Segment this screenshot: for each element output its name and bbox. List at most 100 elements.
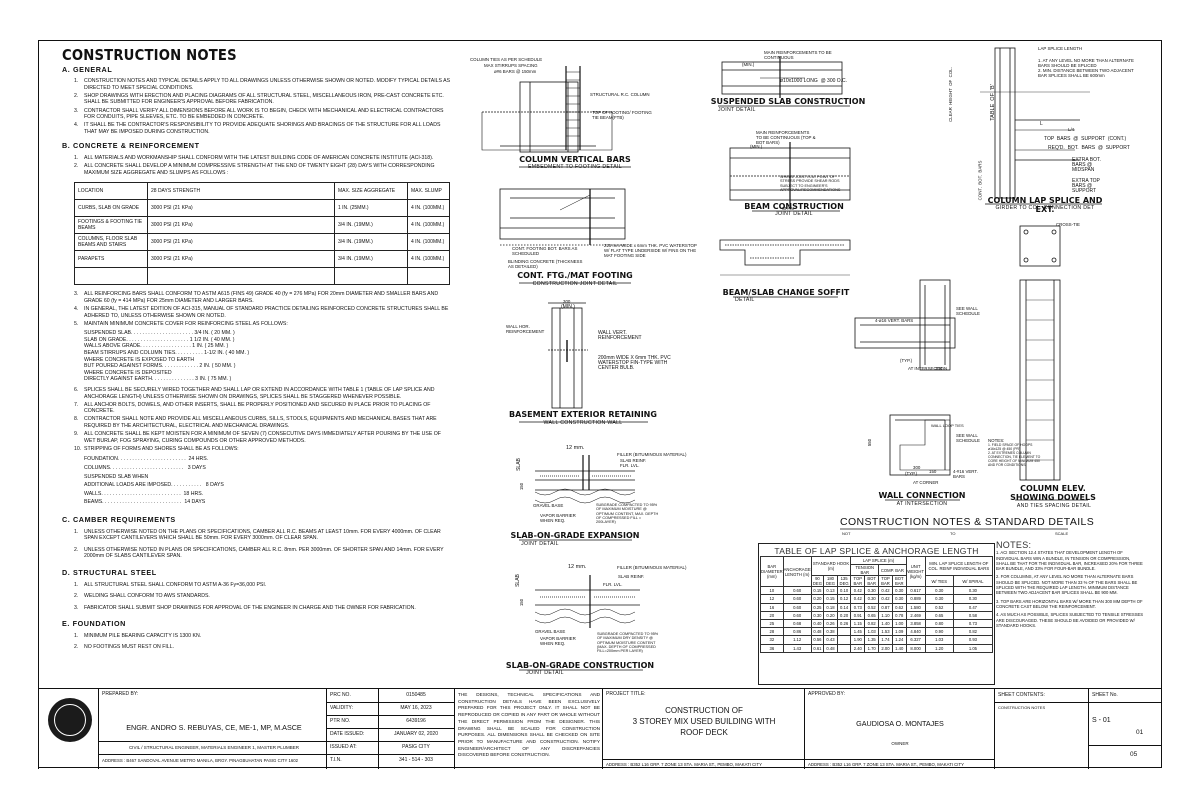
list-item: 1.MINIMUM PILE BEARING CAPACITY IS 1300 …: [74, 632, 202, 639]
to-label: TO: [950, 531, 956, 536]
table-cell: 8.000: [905, 643, 926, 653]
tin-value: 341 - 514 - 303: [399, 757, 433, 763]
table-cell: 0.60: [782, 586, 812, 596]
table-header: TENSION BAR: [850, 564, 880, 577]
beam-construction-drawing: [729, 142, 851, 206]
table-cell: 0.93: [952, 635, 994, 645]
basement-wall-subtitle: WALL CONSTRUCTION WALL: [543, 420, 623, 426]
section-foundation-heading: E. FOUNDATION: [62, 619, 126, 629]
general-list: 1.CONSTRUCTION NOTES AND TYPICAL DETAILS…: [62, 78, 452, 135]
column-lap-title: COLUMN LAP SPLICE AND EXT.: [987, 196, 1103, 214]
detail-label: FLR. LVL.: [620, 463, 640, 468]
table-cell: 1.35: [864, 635, 880, 645]
table-cell: 0.26: [823, 618, 838, 629]
table-cell: 1.12: [782, 635, 812, 645]
list-item: 6.SPLICES SHALL BE SECURELY WIRED TOGETH…: [74, 387, 435, 400]
detail-label: SLAB REINF.: [620, 458, 647, 463]
detail-label: CROSS-TIE: [1056, 222, 1080, 227]
sheet-contents-label: SHEET CONTENTS:: [998, 692, 1045, 698]
detail-label: CONT. BOT. BARS: [977, 160, 983, 201]
column-elev-title-2: SHOWING DOWELS: [1010, 493, 1096, 502]
list-item: 3.CONTRACTOR SHALL VERIFY ALL DIMENSIONS…: [74, 107, 444, 121]
table-cell: 0.20: [823, 610, 838, 620]
detail-label: (TYP.): [900, 358, 913, 363]
project-title-label: PROJECT TITLE:: [606, 691, 646, 697]
table-cell: 1.10: [878, 610, 893, 620]
table-row: [74, 267, 450, 286]
approved-by-label: APPROVED BY:: [808, 691, 845, 697]
table-cell: 1.70: [864, 643, 880, 653]
table-cell: 0.30: [952, 586, 994, 596]
table-cell: 0.60: [782, 602, 812, 612]
table-cell: 1.09: [891, 627, 907, 637]
table-cell: 0.10: [836, 586, 852, 596]
table-cell: 0.30: [952, 594, 994, 604]
column-elev-title: COLUMN ELEV.: [1020, 484, 1086, 493]
construction-notes: CONSTRUCTION NOTES A. GENERAL 1.CONSTRUC…: [62, 46, 452, 653]
detail-label: 150: [929, 469, 937, 474]
detail-label: SUBGRADE COMPACTED TO 95% OF MAXIMUM MOI…: [596, 503, 659, 525]
basement-wall-drawing: [548, 302, 588, 409]
list-item: 9.ALL CONCRETE SHALL BE KEPT MOISTEN FOR…: [74, 431, 441, 444]
detail-label: EXTRA BOT. BARS @ MIDSPAN: [1072, 157, 1101, 173]
note-item: 2. FOR COLUMNS, AT ANY LEVEL NO MORE THA…: [996, 574, 1138, 596]
section-general-heading: A. GENERAL: [62, 64, 113, 74]
detail-label: WHERE JOINT IS AT POINT OF STRESS PROVID…: [780, 175, 841, 193]
section-concrete-heading: B. CONCRETE & REINFORCEMENT: [62, 141, 200, 151]
detail-label: NOTES:: [988, 438, 1005, 443]
note-item: 3. TOP BARS ARE HORIZONTAL BARS W/ MORE …: [996, 598, 1143, 609]
sog-construction-title: SLAB-ON-GRADE CONSTRUCTION: [505, 661, 655, 670]
detail-label: 2. AT EXTREMES COLUMN CONNECTION, TIE EL…: [988, 451, 1041, 467]
detail-label: MAX STIRRUPS SPACING: [484, 63, 538, 68]
table-cell: 0.58: [952, 610, 994, 620]
table-cell: 0.65: [924, 610, 954, 620]
list-item: 1.UNLESS OTHERWISE NOTED ON THE PLANS OR…: [74, 528, 441, 542]
detail-label: STRUCTURAL R.C. COLUMN: [590, 92, 650, 97]
table-cell: 1.24: [891, 635, 907, 645]
detail-label: 12 mm.: [568, 564, 587, 570]
table-header: MIN. LAP SPLICE LENGTH OF COL. REINF IND…: [924, 555, 994, 577]
table-cell: 0.18: [823, 602, 838, 612]
detail-label: L/4: [1068, 127, 1075, 132]
table-cell: 1.20: [924, 643, 954, 653]
detail-label: MAIN REINFORCEMENTS TO BE CONTINUOUS: [764, 50, 832, 60]
beam-construction-subtitle: JOINT DETAIL: [775, 211, 813, 217]
table-cell: 0.30: [891, 594, 907, 604]
cont-ftg-title: CONT. FTG./MAT FOOTING: [517, 271, 633, 280]
detail-label: SLAB: [515, 458, 522, 471]
list-item: 4.IN GENERAL, THE LATEST EDITION OF ACI-…: [74, 306, 449, 319]
detail-label: 1. AT ANY LEVEL NO MORE THAN ALTERNATE B…: [1038, 58, 1134, 68]
table-cell: 0.73: [850, 602, 866, 612]
list-item: 4.IT SHALL BE THE CONTRACTOR'S RESPONSIB…: [74, 122, 441, 135]
sheet-total: 05: [1130, 751, 1138, 758]
notes-title: CONSTRUCTION NOTES: [62, 46, 237, 64]
issued-label: ISSUED AT:: [330, 744, 357, 750]
suspended-slab-drawing: [721, 56, 843, 98]
table-cell: 0.30: [810, 610, 825, 620]
table-cell: 16: [760, 602, 784, 612]
sheet-contents-value: CONSTRUCTION NOTES: [998, 705, 1046, 710]
table-header: W/ SPIRAL: [952, 575, 994, 588]
detail-label: SUBGRADE COMPACTED TO 95% OF MAXIMUM DRY…: [597, 632, 659, 654]
issued-value: PASIG CITY: [402, 744, 430, 750]
table-cell: 0.61: [810, 643, 825, 653]
sheet-current: 01: [1136, 729, 1144, 736]
project-title-line-2: 3 STOREY MIX USED BUILDING WITH: [632, 717, 776, 726]
suspended-slab-subtitle: JOINT DETAIL: [718, 107, 756, 113]
lap-table-notes: NOTES: 1. ACI SECTION 12.4 STATES THAT D…: [996, 540, 1144, 628]
table-cell: 2.00: [878, 643, 893, 653]
table-cell: 1.90: [850, 635, 866, 645]
table-cell: 10: [760, 586, 784, 596]
table-cell: 0.42: [850, 594, 866, 604]
notes-heading: NOTES:: [996, 540, 1032, 550]
sog-expansion-subtitle: JOINT DETAIL: [521, 541, 559, 547]
table-cell: 0.20: [810, 594, 825, 604]
date-label: DATE ISSUED:: [330, 731, 365, 737]
company-logo: [48, 698, 92, 742]
